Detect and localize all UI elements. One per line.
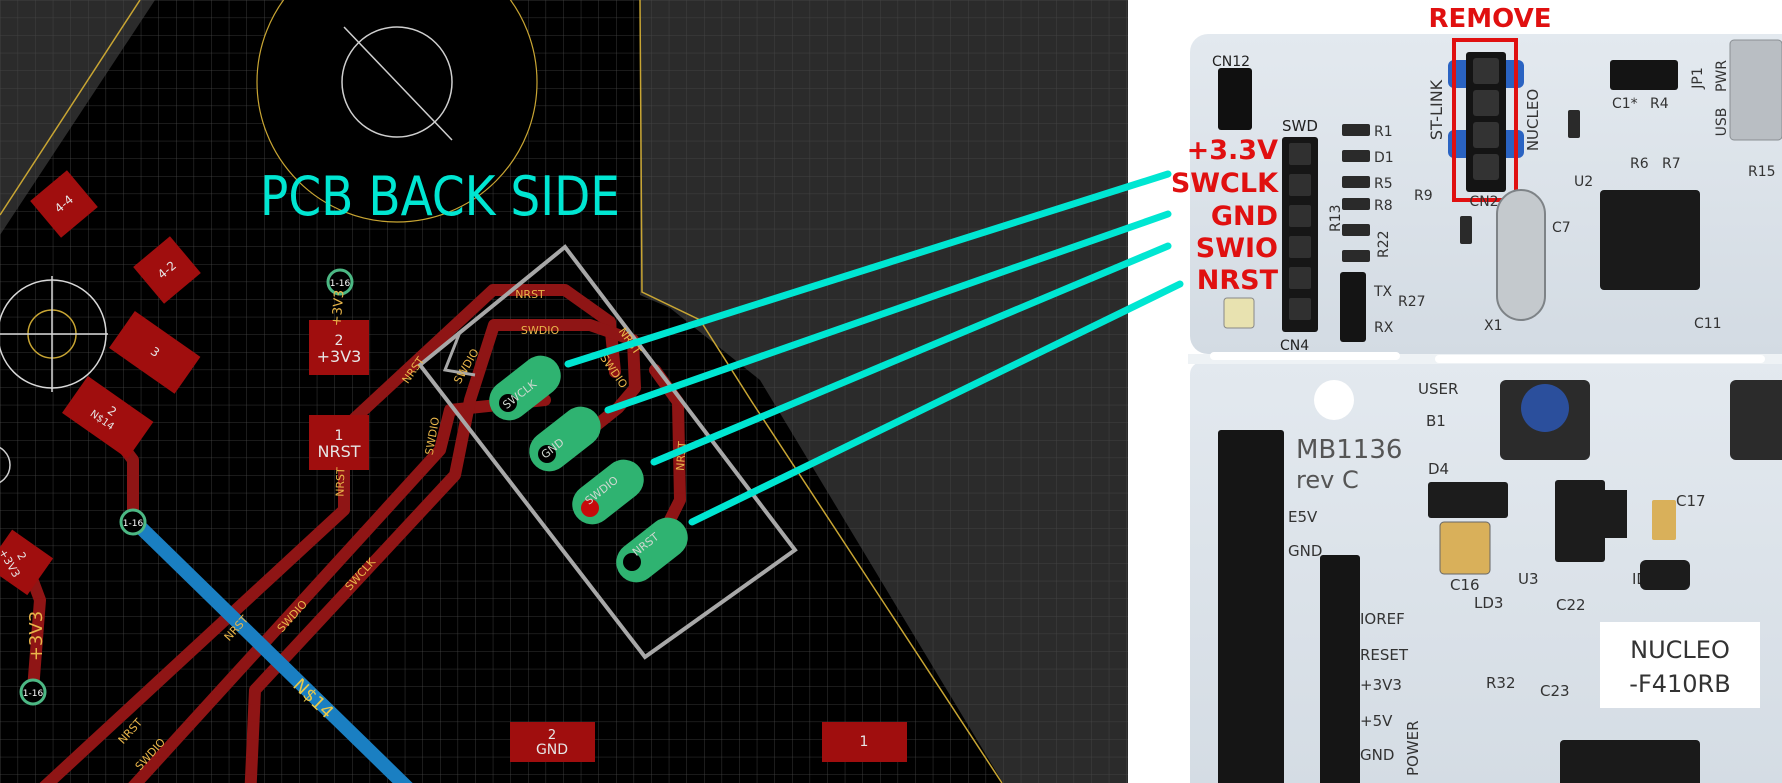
connector-line-swclk: [564, 170, 1172, 368]
svg-text:R22: R22: [1376, 230, 1392, 258]
svg-text:C11: C11: [1694, 316, 1722, 332]
connector-line-gnd: [604, 210, 1172, 414]
svg-text:LD3: LD3: [1474, 594, 1503, 612]
svg-text:E5V: E5V: [1288, 508, 1318, 526]
pad-label: +3V3: [317, 347, 362, 366]
pad-label: 2: [548, 728, 556, 743]
svg-text:JP1: JP1: [1690, 67, 1706, 89]
svg-text:TX: TX: [1373, 284, 1393, 300]
via-label: 1-16: [123, 519, 144, 529]
svg-text:C23: C23: [1540, 682, 1570, 700]
svg-text:+3V3: +3V3: [1360, 676, 1402, 694]
svg-text:SWDIO: SWDIO: [521, 324, 560, 337]
svg-text:R15: R15: [1748, 164, 1776, 180]
svg-text:SWD: SWD: [1282, 117, 1318, 135]
svg-text:CN12: CN12: [1212, 54, 1250, 70]
pin-label-gnd: GND: [1211, 201, 1278, 232]
svg-text:B1: B1: [1426, 412, 1446, 430]
via-label: 1-16: [23, 689, 44, 699]
svg-text:RX: RX: [1374, 320, 1394, 336]
svg-text:rev C: rev C: [1296, 466, 1359, 494]
pin-label-swclk: SWCLK: [1171, 168, 1279, 199]
pad-label: 1: [335, 428, 344, 444]
svg-text:NRST: NRST: [333, 467, 347, 497]
svg-text:MB1136: MB1136: [1296, 435, 1402, 465]
user-button: [1521, 384, 1569, 432]
svg-text:C7: C7: [1552, 220, 1571, 236]
pad-label: NRST: [317, 442, 360, 461]
pad-label: 1: [860, 734, 869, 750]
pin-labels: +3.3V SWCLK GND SWIO NRST: [1171, 135, 1279, 296]
svg-text:R9: R9: [1414, 188, 1433, 204]
svg-text:C17: C17: [1676, 492, 1706, 510]
remove-box: [1452, 38, 1518, 202]
connector-line-swio: [650, 242, 1172, 466]
svg-text:IOREF: IOREF: [1360, 610, 1405, 628]
svg-text:USB: USB: [1714, 108, 1730, 137]
svg-text:R5: R5: [1374, 176, 1393, 192]
svg-text:-F410RB: -F410RB: [1629, 670, 1730, 698]
connector-pads: [489, 355, 688, 583]
chip-u2: [1600, 190, 1700, 290]
model-label: [1600, 622, 1760, 708]
svg-text:R27: R27: [1398, 294, 1426, 310]
svg-text:PWR: PWR: [1714, 60, 1730, 92]
svg-text:NUCLEO: NUCLEO: [1630, 636, 1730, 664]
svg-text:R1: R1: [1374, 124, 1393, 140]
connector-outline: [417, 244, 798, 660]
svg-text:C16: C16: [1450, 576, 1480, 594]
svg-text:+3V3: +3V3: [329, 289, 347, 326]
svg-text:CN4: CN4: [1280, 338, 1309, 354]
smd-pads: [0, 170, 907, 762]
svg-text:X1: X1: [1484, 318, 1503, 334]
pin-label-3v3: +3.3V: [1187, 135, 1278, 166]
svg-text:R4: R4: [1650, 96, 1669, 112]
svg-text:C22: C22: [1556, 596, 1586, 614]
svg-text:+5V: +5V: [1360, 712, 1393, 730]
svg-text:ST-LINK: ST-LINK: [1427, 79, 1446, 140]
svg-text:U2: U2: [1574, 174, 1593, 190]
svg-text:D1: D1: [1374, 150, 1394, 166]
svg-text:+3V3: +3V3: [26, 611, 47, 661]
svg-text:RESET: RESET: [1360, 646, 1409, 664]
fiducial: [0, 276, 108, 392]
pad-label: GND: [536, 742, 568, 758]
svg-text:NUCLEO: NUCLEO: [1524, 89, 1542, 151]
trace-n14: [128, 514, 413, 783]
svg-text:R6: R6: [1630, 156, 1649, 172]
crystal-x1: [1496, 189, 1546, 321]
svg-text:GND: GND: [1360, 746, 1394, 764]
connector-line-nrst: [688, 280, 1184, 526]
board-outline: [0, 0, 141, 216]
svg-text:NRST: NRST: [515, 288, 545, 301]
svg-text:R13: R13: [1328, 204, 1344, 232]
pin-label-nrst: NRST: [1197, 265, 1279, 296]
pcb-title: PCB BACK SIDE: [260, 165, 620, 228]
pad-label: 2: [335, 333, 344, 349]
svg-text:D4: D4: [1428, 460, 1449, 478]
svg-text:CN2: CN2: [1469, 194, 1498, 210]
svg-text:C1*: C1*: [1612, 96, 1638, 112]
mounting-hole: [256, 0, 538, 223]
svg-text:GND: GND: [1288, 542, 1322, 560]
board-view: CN12 SWD CN4 REMOVE ST-LINK NUCLEO CN2: [1128, 0, 1782, 783]
remove-label: REMOVE: [1429, 4, 1552, 34]
svg-text:POWER: POWER: [1404, 720, 1422, 776]
svg-text:R32: R32: [1486, 674, 1516, 692]
svg-text:R8: R8: [1374, 198, 1393, 214]
pin-label-swio: SWIO: [1196, 233, 1278, 264]
connection-lines: [564, 170, 1184, 526]
vias: 1-16 1-16 1-16: [19, 268, 354, 706]
svg-text:U3: U3: [1518, 570, 1539, 588]
svg-text:USER: USER: [1418, 380, 1458, 398]
svg-text:R7: R7: [1662, 156, 1681, 172]
via-label: 1-16: [330, 279, 351, 289]
